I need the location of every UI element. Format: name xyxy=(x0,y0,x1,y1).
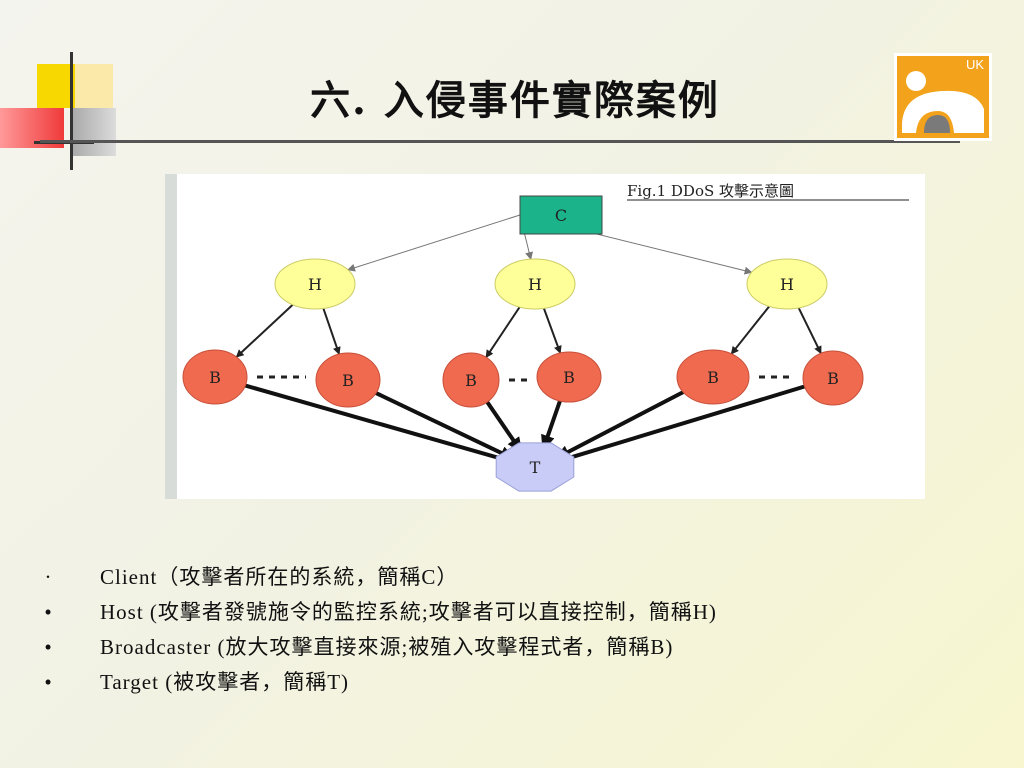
node-label-b1: B xyxy=(209,368,221,387)
edge-h1-b1 xyxy=(235,304,294,358)
edge-b1-t xyxy=(244,383,515,465)
figure-caption: Fig.1 DDoS 攻擊示意圖 xyxy=(627,182,794,200)
node-label-b4: B xyxy=(563,368,575,387)
node-label-h2: H xyxy=(528,275,542,294)
deco-yellow-block xyxy=(37,64,75,108)
deco-vertical-line xyxy=(70,52,73,170)
node-b3: B xyxy=(442,352,500,408)
edge-b3-t xyxy=(485,400,523,454)
node-c: C xyxy=(519,195,603,235)
bullet-text: Client（攻擊者所在的系統，簡稱C） xyxy=(100,565,459,589)
bullet-item-broadcaster: • Broadcaster (放大攻擊直接來源;被殖入攻擊程式者，簡稱B) xyxy=(28,630,988,665)
bullet-text: Host (攻擊者發號施令的監控系統;攻擊者可以直接控制，簡稱H) xyxy=(100,600,717,624)
bullet-item-client: · Client（攻擊者所在的系統，簡稱C） xyxy=(28,560,988,595)
title-underline xyxy=(40,140,960,143)
edge-b4-t xyxy=(541,400,562,452)
edge-b5-t xyxy=(553,390,685,461)
edge-h2-b4 xyxy=(542,308,562,354)
bullet-marker: • xyxy=(44,635,52,659)
bullet-item-host: • Host (攻擊者發號施令的監控系統;攻擊者可以直接控制，簡稱H) xyxy=(28,595,988,630)
ddos-diagram: Fig.1 DDoS 攻擊示意圖 C H H H B B B B B B T xyxy=(165,174,925,499)
bullet-marker: · xyxy=(44,565,52,589)
node-b2: B xyxy=(315,352,381,408)
bullet-text: Broadcaster (放大攻擊直接來源;被殖入攻擊程式者，簡稱B) xyxy=(100,635,674,659)
node-label-b6: B xyxy=(827,369,839,388)
node-label-h3: H xyxy=(780,275,794,294)
logo-text: UK xyxy=(966,57,984,72)
edge-h3-b6 xyxy=(797,307,822,355)
node-label-b5: B xyxy=(707,368,719,387)
bullet-text: Target (被攻擊者，簡稱T) xyxy=(100,670,350,694)
node-b4: B xyxy=(536,351,602,403)
bullet-marker: • xyxy=(44,670,52,694)
deco-light-yellow-block xyxy=(75,64,113,108)
node-b6: B xyxy=(802,350,864,406)
page-title: 六. 入侵事件實際案例 xyxy=(310,77,720,124)
node-h1: H xyxy=(274,258,356,310)
edge-h2-b3 xyxy=(485,306,521,359)
node-b1: B xyxy=(182,349,248,405)
edge-h3-b5 xyxy=(730,305,770,355)
edge-c-h1 xyxy=(347,214,521,272)
bullet-list: · Client（攻擊者所在的系統，簡稱C） • Host (攻擊者發號施令的監控系… xyxy=(28,560,988,700)
deco-gray-block xyxy=(72,108,116,156)
uk-logo-icon: UK xyxy=(894,53,992,141)
node-h3: H xyxy=(746,258,828,310)
node-label-t: T xyxy=(530,458,541,477)
bullet-marker: • xyxy=(44,600,52,624)
diagram-left-border xyxy=(165,174,177,499)
node-label-c: C xyxy=(555,206,567,225)
edge-b6-t xyxy=(555,384,806,465)
node-b5: B xyxy=(676,349,750,405)
node-h2: H xyxy=(494,258,576,310)
node-label-h1: H xyxy=(308,275,322,294)
node-t: T xyxy=(495,442,575,492)
node-label-b3: B xyxy=(465,371,477,390)
node-label-b2: B xyxy=(342,371,354,390)
edge-b2-t xyxy=(375,391,516,461)
bullet-item-target: • Target (被攻擊者，簡稱T) xyxy=(28,665,988,700)
edge-h1-b2 xyxy=(322,308,341,356)
